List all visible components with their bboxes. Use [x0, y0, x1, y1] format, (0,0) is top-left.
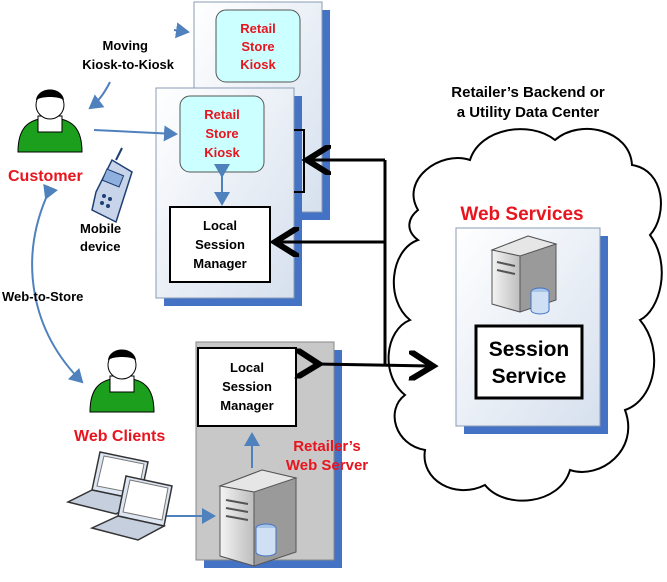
web-services-label: Web Services — [460, 204, 583, 225]
web-server-icon — [218, 469, 298, 567]
lsm-bottom-line3: Manager — [220, 398, 273, 413]
mobile-label-line2: device — [80, 239, 120, 254]
backend-connectors — [278, 160, 430, 366]
mobile-label-line1: Mobile — [80, 221, 121, 236]
local-session-manager-top[interactable]: Local Session Manager — [169, 206, 271, 283]
session-service-box[interactable]: Session Service — [474, 324, 584, 400]
kiosk-front-line3: Kiosk — [204, 145, 240, 160]
moving-label-line1: Moving — [103, 38, 149, 53]
retailer-web-server-line1: Retailer’s — [293, 438, 361, 455]
web-client-person-icon — [89, 349, 155, 413]
kiosk-front-line2: Store — [205, 126, 238, 141]
retail-store-kiosk-front[interactable]: Retail Store Kiosk — [179, 95, 265, 173]
lsm-bottom-line2: Session — [222, 379, 272, 394]
kiosk-back-line2: Store — [241, 39, 274, 54]
backend-label-line2: a Utility Data Center — [457, 104, 600, 121]
session-service-line1: Session — [489, 338, 570, 361]
mobile-device-icon — [91, 147, 133, 224]
retail-store-kiosk-back[interactable]: Retail Store Kiosk — [215, 9, 301, 83]
lsm-top-line2: Session — [195, 237, 245, 252]
backend-label-line1: Retailer’s Backend or — [451, 84, 605, 101]
retailer-web-server-line2: Web Server — [286, 457, 368, 474]
session-service-line2: Service — [492, 365, 567, 388]
customer-label: Customer — [8, 168, 83, 185]
kiosk-back-line1: Retail — [240, 21, 275, 36]
web-to-store-label: Web-to-Store — [2, 289, 83, 304]
customer-person-icon — [17, 89, 83, 153]
kiosk-front-line1: Retail — [204, 107, 239, 122]
services-server-icon — [490, 235, 558, 315]
lsm-top-line3: Manager — [193, 256, 246, 271]
laptop-icon-2 — [89, 475, 173, 541]
local-session-manager-bottom[interactable]: Local Session Manager — [197, 347, 297, 427]
kiosk-back-line3: Kiosk — [240, 57, 276, 72]
moving-label-line2: Kiosk-to-Kiosk — [82, 57, 175, 72]
lsm-top-line1: Local — [203, 218, 237, 233]
web-clients-label: Web Clients — [74, 428, 165, 445]
lsm-bottom-line1: Local — [230, 360, 264, 375]
